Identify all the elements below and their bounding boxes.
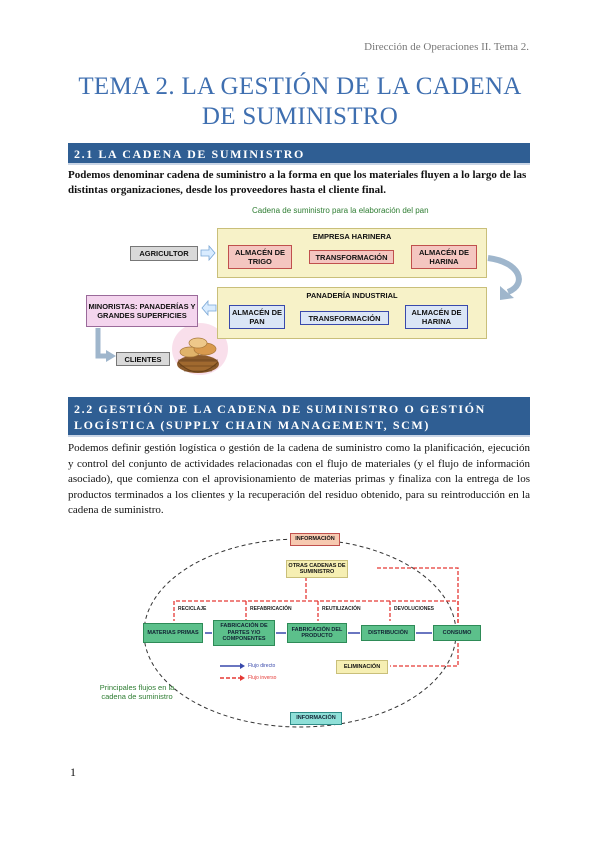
supply-chain-flows-diagram: INFORMACIÓN OTRAS CADENAS DE SUMINISTRO … — [0, 523, 599, 753]
clientes-box: CLIENTES — [116, 352, 170, 366]
reverse-flow-reciclaje — [173, 600, 459, 623]
page-number: 1 — [70, 765, 76, 779]
label-reciclaje: RECICLAJE — [178, 606, 207, 612]
arrow-agricultor-to-harinera — [200, 244, 216, 262]
legend-flujo-directo: Flujo directo — [248, 663, 276, 669]
bread-basket-icon — [172, 323, 228, 375]
page-title: TEMA 2. LA GESTIÓN DE LA CADENA DE SUMIN… — [60, 72, 540, 132]
almacen-harina-1-box: ALMACÉN DE HARINA — [411, 245, 477, 269]
minoristas-box: MINORISTAS: PANADERÍAS Y GRANDES SUPERFI… — [86, 295, 198, 327]
section-heading-2-2: 2.2 GESTIÓN DE LA CADENA DE SUMINISTRO O… — [68, 397, 530, 437]
almacen-trigo-box: ALMACÉN DE TRIGO — [228, 245, 292, 269]
distribucion-box: DISTRIBUCIÓN — [361, 625, 415, 641]
section1-paragraph: Podemos denominar cadena de suministro a… — [68, 169, 527, 196]
label-reutilizacion: REUTILIZACIÓN — [322, 606, 361, 612]
page-title-line2: DE SUMINISTRO — [201, 103, 399, 130]
almacen-pan-box: ALMACÉN DE PAN — [229, 305, 285, 329]
eliminacion-box: ELIMINACIÓN — [336, 660, 388, 674]
panaderia-label: PANADERÍA INDUSTRIAL — [306, 291, 398, 300]
page-title-line1: TEMA 2. LA GESTIÓN DE LA CADENA — [78, 73, 522, 100]
informacion-bottom-box: INFORMACIÓN — [290, 712, 342, 725]
diagram2-caption: Principales flujos en la cadena de sumin… — [99, 683, 175, 701]
harinera-label: EMPRESA HARINERA — [312, 232, 392, 241]
section-heading-2-1: 2.1 LA CADENA DE SUMINISTRO — [68, 143, 530, 165]
reverse-flow-otras-cadenas — [375, 567, 459, 623]
transformacion-2-box: TRANSFORMACIÓN — [300, 311, 389, 325]
legend-flujo-inverso: Flujo inverso — [248, 675, 277, 681]
running-header: Dirección de Operaciones II. Tema 2. — [364, 41, 529, 53]
arrow-minoristas-to-clientes — [95, 328, 108, 359]
reverse-flow-eliminacion — [390, 643, 459, 667]
section2-heading-line1: 2.2 GESTIÓN DE LA CADENA DE SUMINISTRO O… — [74, 402, 486, 416]
almacen-harina-2-box: ALMACÉN DE HARINA — [405, 305, 468, 329]
diagram1-title: Cadena de suministro para la elaboración… — [252, 206, 429, 215]
informacion-top-box: INFORMACIÓN — [290, 533, 340, 546]
label-refabricacion: REFABRICACIÓN — [250, 606, 292, 612]
curved-arrow-right — [487, 255, 522, 295]
arrow-minoristas-to-clientes-head — [106, 350, 116, 362]
fabricacion-partes-box: FABRICACIÓN DE PARTES Y/O COMPONENTES — [213, 620, 275, 646]
consumo-box: CONSUMO — [433, 625, 481, 641]
label-devoluciones: DEVOLUCIONES — [394, 606, 435, 612]
section2-paragraph: Podemos definir gestión logística o gest… — [68, 442, 530, 516]
bread-supply-chain-diagram: Cadena de suministro para la elaboración… — [0, 206, 599, 396]
arrow-panaderia-to-minoristas — [201, 299, 217, 317]
fabricacion-producto-box: FABRICACIÓN DEL PRODUCTO — [287, 623, 347, 643]
otras-cadenas-box: OTRAS CADENAS DE SUMINISTRO — [286, 560, 348, 578]
materias-primas-box: MATERIAS PRIMAS — [143, 623, 203, 643]
section2-heading-line2: LOGÍSTICA (SUPPLY CHAIN MANAGEMENT, SCM) — [74, 418, 430, 432]
agricultor-box: AGRICULTOR — [130, 246, 198, 261]
curved-arrow-right-head — [500, 286, 514, 300]
transformacion-1-box: TRANSFORMACIÓN — [309, 250, 394, 264]
